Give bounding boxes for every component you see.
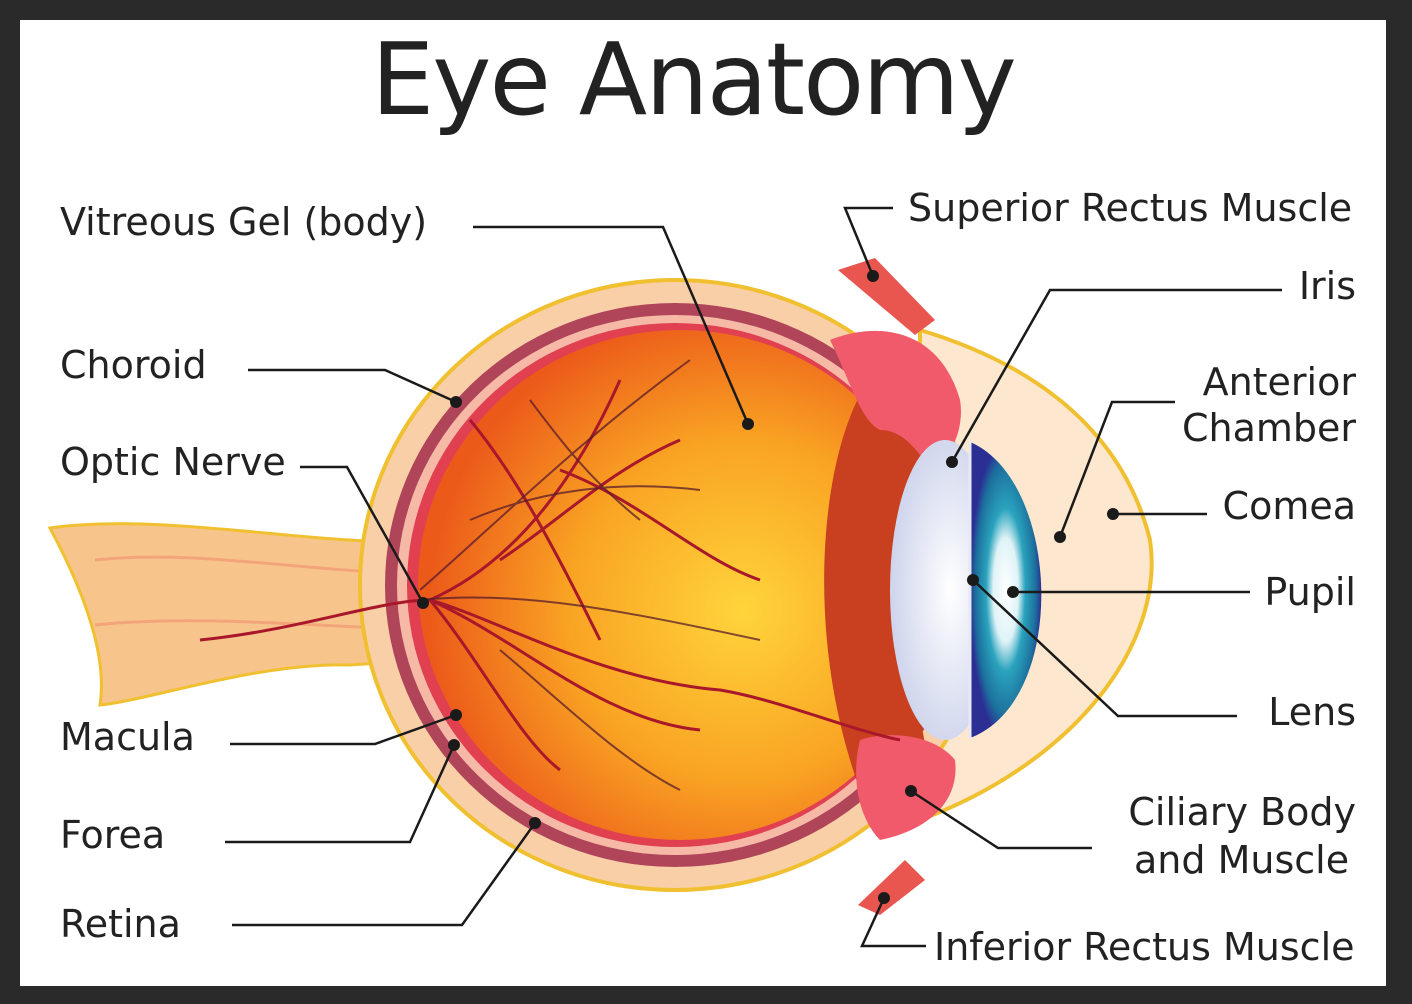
ciliary-bottom [856,735,956,840]
label-comea: Comea [1222,484,1356,528]
label-iris: Iris [1298,264,1356,308]
label-forea: Forea [60,813,166,857]
label-anterior-chamber-line2: Chamber [1181,406,1356,450]
iris-shape [970,442,1042,738]
ciliary-top [830,330,961,470]
label-pupil: Pupil [1264,570,1356,614]
label-lens: Lens [1268,690,1356,734]
label-vitreous-gel: Vitreous Gel (body) [60,200,428,244]
diagram-title: Eye Anatomy [371,21,1017,138]
label-choroid: Choroid [60,343,207,387]
vitreous-shape [418,330,942,840]
label-retina: Retina [60,902,181,946]
label-optic-nerve: Optic Nerve [60,440,286,484]
superior-rectus-shape [838,258,935,335]
label-anterior-chamber-line1: Anterior [1202,360,1356,404]
label-macula: Macula [60,715,195,759]
label-ciliary-line2: and Muscle [1134,838,1350,882]
label-inferior-rectus: Inferior Rectus Muscle [934,925,1355,969]
label-ciliary-line1: Ciliary Body [1128,790,1356,834]
inferior-rectus-shape [858,860,925,915]
label-superior-rectus: Superior Rectus Muscle [908,186,1353,230]
